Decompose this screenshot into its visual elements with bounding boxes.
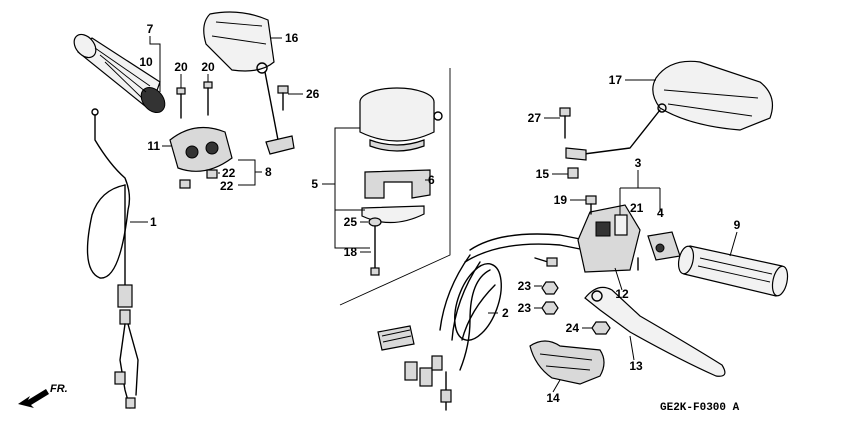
nuts-22	[179, 169, 218, 189]
callout-23-upper: 23	[518, 279, 532, 293]
switch-cover	[359, 87, 443, 152]
bolt-26	[277, 85, 289, 111]
callout-23-lower: 23	[518, 301, 532, 315]
right-grip	[677, 245, 789, 297]
nuts-23	[541, 281, 559, 315]
front-direction-arrow: FR.	[18, 383, 68, 408]
group-divider-line	[339, 68, 451, 306]
lever-bracket	[577, 204, 641, 273]
callout-6: 6	[428, 173, 435, 187]
callout-22-upper: 22	[222, 166, 236, 180]
callout-26: 26	[306, 87, 320, 101]
callout-24: 24	[566, 321, 580, 335]
switch-4	[637, 231, 681, 271]
screw-20-left	[176, 87, 186, 119]
callout-2: 2	[502, 306, 509, 320]
callout-4: 4	[657, 206, 664, 220]
callout-20-right: 20	[201, 60, 215, 74]
callout-17: 17	[609, 73, 623, 87]
callout-21: 21	[630, 201, 644, 215]
callout-27: 27	[528, 111, 542, 125]
callout-25: 25	[344, 215, 358, 229]
brake-lever	[584, 286, 726, 377]
front-direction-label: FR.	[50, 383, 68, 395]
bolt-18	[370, 225, 380, 276]
callout-leaders	[130, 36, 738, 393]
handlebar-wiring	[377, 233, 586, 411]
right-mirror	[565, 60, 773, 161]
callout-1: 1	[150, 215, 157, 229]
diagram-code: GE2K-F0300 A	[660, 402, 740, 414]
nut-15	[567, 167, 579, 179]
left-mirror	[203, 11, 295, 155]
callout-16: 16	[285, 31, 299, 45]
callout-20-left: 20	[174, 60, 188, 74]
lever-boot	[529, 340, 605, 385]
callout-14: 14	[546, 391, 560, 405]
callout-19: 19	[554, 193, 568, 207]
screw-20-right	[203, 81, 213, 116]
throttle-grip	[73, 33, 166, 114]
callout-22-lower: 22	[220, 179, 234, 193]
switch-housing	[169, 126, 233, 172]
handlebar-holder-6	[364, 169, 431, 199]
callout-3: 3	[635, 156, 642, 170]
callout-12: 12	[615, 287, 629, 301]
callout-13: 13	[629, 359, 643, 373]
bolt-27	[559, 107, 571, 139]
callout-11: 11	[147, 139, 160, 153]
callout-9: 9	[734, 218, 741, 232]
callout-15: 15	[536, 167, 550, 181]
callout-7: 7	[147, 22, 154, 36]
callout-18: 18	[344, 245, 358, 259]
callout-8: 8	[265, 165, 272, 179]
callout-10: 10	[139, 55, 153, 69]
throttle-cable	[86, 108, 139, 409]
holder-lower-25	[361, 205, 425, 227]
nut-24	[591, 321, 611, 335]
callout-5: 5	[311, 177, 318, 191]
